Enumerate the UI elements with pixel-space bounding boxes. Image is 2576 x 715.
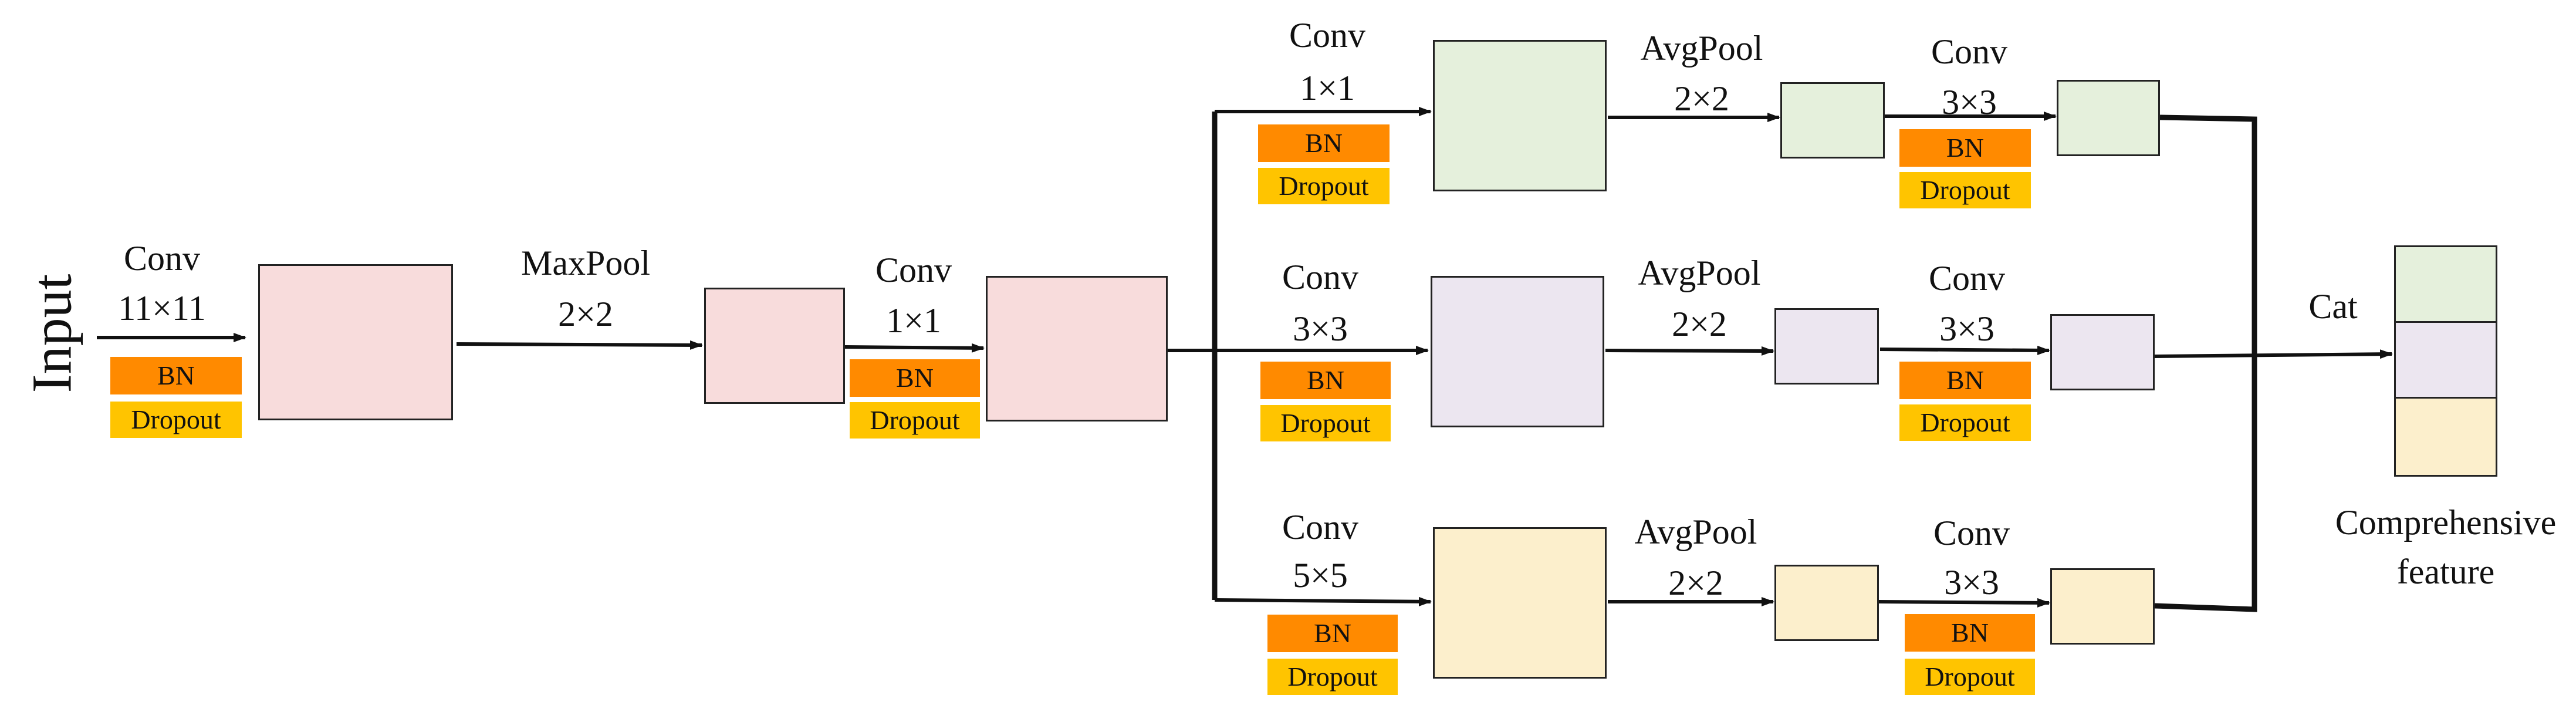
feature-map-branch1-conv [1433,40,1607,191]
branch3-conv-bn: BN [1267,615,1398,652]
branch2-conv3-name: Conv [1928,259,2006,298]
branch3-conv-dropout: Dropout [1267,659,1398,695]
branch1-avgpool-kernel: 2×2 [1674,79,1729,118]
conv1-bn: BN [110,357,242,394]
conv1-dropout: Dropout [110,402,242,438]
branch2-avgpool-name: AvgPool [1638,254,1761,292]
branch3-conv3-bn: BN [1905,614,2035,652]
branch3-conv-name: Conv [1282,508,1359,547]
branch1-avgpool-name: AvgPool [1640,29,1763,68]
feature-map-branch3-conv3 [2050,568,2155,645]
branch1-conv-bn: BN [1258,124,1390,162]
branch1-conv-kernel: 1×1 [1300,69,1355,107]
conv2-dropout: Dropout [850,402,980,439]
line-branch1-merge [2154,114,2257,612]
feature-map-branch2-conv3 [2050,314,2155,390]
feature-map-branch1-conv3 [2057,80,2160,156]
output-label-line1: Comprehensive [2335,503,2557,542]
arrow-maxpool-to-conv [844,343,985,353]
branch2-conv3-dropout: Dropout [1899,404,2031,441]
branch3-avgpool-kernel: 2×2 [1668,564,1723,602]
cat-label: Cat [2308,287,2358,326]
conv1-kernel: 11×11 [118,289,206,328]
arrow-branch2-avgpool [1605,346,1774,356]
branch2-conv-kernel: 3×3 [1293,309,1348,348]
branch1-conv3-bn: BN [1899,129,2031,167]
conv1-name: Conv [123,239,201,278]
feature-map-branch2-conv [1431,276,1604,427]
branch1-conv3-kernel: 3×3 [1942,83,1997,122]
concat-segment-branch3 [2394,397,2497,477]
output-label-line2: feature [2396,552,2495,591]
branch3-conv3-kernel: 3×3 [1944,563,1999,602]
maxpool-name: MaxPool [520,244,651,282]
conv2-bn: BN [850,359,980,397]
arrow-branch2-conv3 [1879,345,2050,355]
branch3-avgpool-name: AvgPool [1634,512,1757,551]
input-label: Input [20,274,83,393]
branch1-conv-dropout: Dropout [1258,168,1390,204]
arrow-branch3-conv3 [1878,598,2050,608]
branch3-conv3-dropout: Dropout [1905,659,2035,695]
arrow-branch3-conv [1214,596,1432,606]
conv2-kernel: 1×1 [886,301,941,340]
branch2-conv3-bn: BN [1899,362,2031,399]
branch1-conv3-dropout: Dropout [1899,172,2031,208]
branch1-conv-name: Conv [1289,16,1366,55]
branch1-conv3-name: Conv [1931,32,2008,71]
feature-map-branch3-conv [1433,527,1607,679]
branch2-conv-bn: BN [1260,362,1391,399]
feature-map-maxpool [704,288,845,404]
feature-map-conv1 [258,264,453,420]
feature-map-branch1-avgpool [1780,82,1885,158]
branch3-conv3-name: Conv [1933,514,2010,552]
concat-segment-branch1 [2394,245,2497,323]
branch2-conv3-kernel: 3×3 [1939,309,1994,348]
conv2-name: Conv [875,251,952,289]
arrow-cat [2154,349,2393,359]
branch2-conv-name: Conv [1282,258,1359,296]
maxpool-kernel: 2×2 [558,295,613,333]
feature-map-conv2 [986,276,1168,421]
concat-segment-branch2 [2394,321,2497,399]
feature-map-branch2-avgpool [1774,308,1879,385]
branch3-conv-kernel: 5×5 [1293,556,1348,595]
feature-map-branch3-avgpool [1774,565,1879,641]
arrow-conv1-to-maxpool [456,340,703,350]
branch2-avgpool-kernel: 2×2 [1672,305,1727,343]
branch2-conv-dropout: Dropout [1260,405,1391,441]
